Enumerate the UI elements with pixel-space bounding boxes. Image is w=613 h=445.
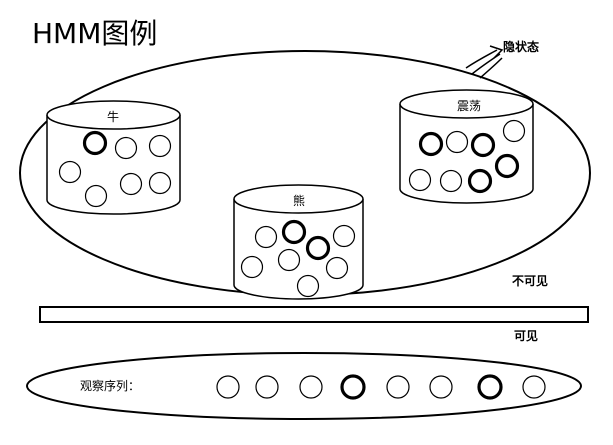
jar-label: 牛 [107, 109, 119, 124]
jar-rim [233, 184, 364, 214]
ball [114, 136, 138, 160]
observation-ball [255, 375, 279, 399]
ball [84, 184, 108, 208]
hidden-state-label: 隐状态 [503, 39, 539, 54]
observation-ball [522, 375, 546, 399]
ball [254, 225, 278, 249]
jar-body [46, 115, 181, 215]
ball [445, 130, 469, 154]
jar-body [399, 104, 534, 204]
observation-ball [340, 374, 366, 400]
ball [325, 256, 349, 280]
observation-ball [386, 375, 410, 399]
observation-sequence-label: 观察序列： [80, 378, 140, 393]
jar-cow: 牛 [46, 100, 181, 215]
ball [148, 134, 172, 158]
jar-rim [46, 100, 181, 130]
observation-ball [429, 375, 453, 399]
ball [418, 131, 444, 157]
jar-label: 熊 [293, 193, 305, 208]
observation-ball [216, 375, 240, 399]
ball [408, 168, 432, 192]
observation-balls [216, 374, 546, 400]
hidden-state-arrow [465, 45, 504, 79]
jar-bear: 熊 [233, 184, 364, 300]
ball [58, 160, 82, 184]
ball [439, 169, 463, 193]
ball [82, 130, 108, 156]
visibility-divider [39, 306, 589, 323]
ball [470, 132, 496, 158]
diagram-title: HMM图例 [32, 17, 157, 50]
ball [305, 235, 331, 261]
jar-label: 震荡 [457, 99, 481, 113]
visible-label: 可见 [514, 329, 538, 343]
ball [467, 168, 493, 194]
observation-ball [477, 374, 503, 400]
ball [148, 171, 172, 195]
jar-oscillation: 震荡 [399, 89, 534, 204]
ball [494, 153, 520, 179]
ball [502, 119, 526, 143]
jar-rim [399, 89, 534, 119]
ball [296, 274, 320, 298]
ball [119, 172, 143, 196]
ball [332, 224, 356, 248]
invisible-label: 不可见 [512, 274, 548, 288]
ball [281, 219, 307, 245]
ball [277, 248, 301, 272]
observation-ellipse [26, 352, 582, 420]
observation-ball [299, 375, 323, 399]
ball [240, 255, 264, 279]
